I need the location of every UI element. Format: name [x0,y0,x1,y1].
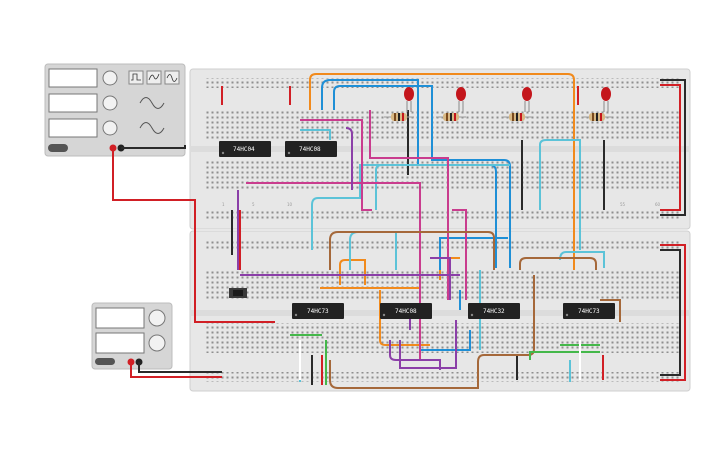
center-channel [190,146,690,152]
terminal-strip-upper[interactable] [205,110,680,140]
wire-orange[interactable] [309,73,575,346]
display-frequency [48,68,98,88]
square-wave-button[interactable] [128,70,144,85]
frequency-knob[interactable] [102,70,118,86]
led-body [522,87,532,101]
chip-label: 74HC08 [395,308,417,315]
wire-white-leads[interactable] [299,340,581,380]
power-rail-top[interactable] [205,78,680,88]
display-amplitude [48,93,98,113]
led[interactable] [522,87,532,112]
led-body [601,87,611,101]
resistor[interactable] [582,113,612,121]
resistor[interactable] [384,113,414,121]
column-label: 5 [252,202,255,207]
power-rail-bottom[interactable] [205,372,680,382]
amplitude-knob[interactable] [102,95,118,111]
display-offset [48,118,98,138]
sine-wave-indicator-icon [139,122,165,134]
sine-wave-button[interactable] [164,70,180,85]
chip-label: 74HC08 [299,146,321,153]
column-label: 60 [655,202,661,207]
chip-74hc32[interactable]: 74HC32 [468,303,520,319]
function-generator[interactable] [44,63,186,157]
resistor[interactable] [436,113,466,121]
breadboard-top[interactable]: 1 5 10 55 60 [189,68,691,230]
chip-label: 74HC32 [483,308,505,315]
terminal-strip-lower[interactable] [205,323,680,353]
sine-wave-indicator-icon [139,97,165,109]
resistor-row[interactable] [384,113,612,121]
wire-brown[interactable] [329,231,621,389]
power-toggle[interactable] [48,144,68,152]
column-label: 10 [287,202,293,207]
offset-knob[interactable] [102,120,118,136]
center-channel [190,310,690,316]
push-button[interactable] [229,288,247,298]
current-knob[interactable] [148,334,166,352]
chip-74hc04[interactable]: 74HC04 [219,141,271,157]
chip-74hc73[interactable]: 74HC73 [563,303,615,319]
led-body [456,87,466,101]
led-body [404,87,414,101]
power-toggle[interactable] [95,358,115,365]
led-row[interactable] [404,87,611,112]
chip-74hc08[interactable]: 74HC08 [285,141,337,157]
led[interactable] [456,87,466,112]
column-label: 1 [222,202,225,207]
chip-74hc73[interactable]: 74HC73 [292,303,344,319]
triangle-wave-button[interactable] [146,70,162,85]
voltage-display [95,307,145,329]
power-rail-bottom[interactable] [205,210,680,220]
triangle-wave-icon [148,73,160,81]
power-supply[interactable] [91,302,173,370]
led[interactable] [404,87,414,112]
chip-74hc08[interactable]: 74HC08 [380,303,432,319]
current-display [95,332,145,354]
square-wave-icon [131,73,141,81]
sine-wave-icon [166,74,178,82]
wire-power-links[interactable] [112,79,686,381]
voltage-knob[interactable] [148,309,166,327]
chip-label: 74HC73 [578,308,600,315]
wire-blue[interactable] [321,79,511,351]
rail-markers [221,86,605,385]
chip-label: 74HC73 [307,308,329,315]
chip-label: 74HC04 [233,146,255,153]
power-rail-top[interactable] [205,240,680,250]
column-label: 55 [620,202,626,207]
led[interactable] [601,87,611,112]
resistor[interactable] [502,113,532,121]
